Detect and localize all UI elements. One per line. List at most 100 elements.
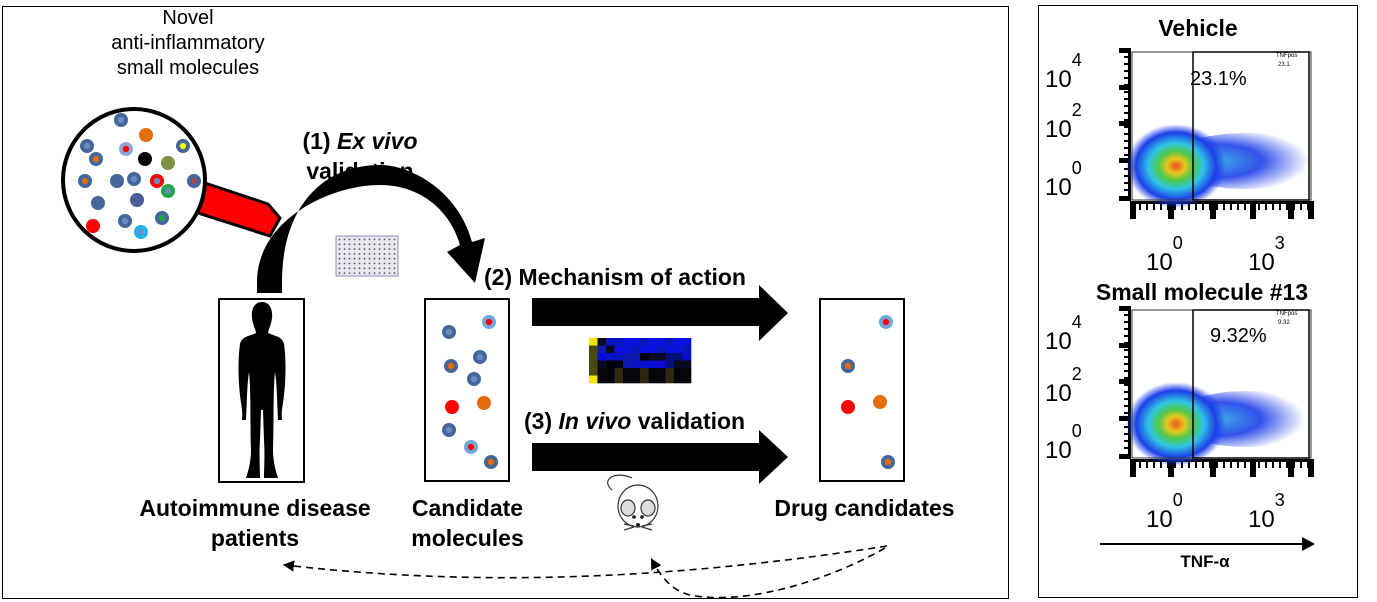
plot2-percent: 9.32% — [1210, 325, 1267, 347]
plate-well — [383, 248, 386, 251]
plate-well — [353, 248, 356, 251]
plate-well — [348, 238, 351, 241]
person-silhouette-icon — [238, 302, 286, 478]
drug-molecules — [841, 315, 895, 469]
library-label-line2: anti-inflammatory — [111, 32, 265, 54]
heatmap-cell — [665, 360, 675, 369]
plate-well — [378, 267, 381, 270]
step3-italic: In vivo — [558, 408, 632, 434]
x-axis-label: TNF-α — [1180, 552, 1230, 571]
heatmap-cell — [597, 353, 607, 361]
heatmap-cell — [682, 345, 692, 354]
plate-well — [378, 243, 381, 246]
heatmap-cell — [623, 368, 632, 376]
heatmap-cell — [589, 368, 598, 376]
plate-well — [358, 257, 361, 260]
molecule-library — [78, 113, 201, 239]
ex-vivo-arrow — [257, 165, 485, 293]
molecule-dot — [110, 174, 124, 188]
plate-well — [353, 253, 356, 255]
plate-well — [393, 243, 396, 246]
mouse-icon — [607, 474, 659, 531]
heatmap-cell — [606, 368, 615, 376]
plate-well — [373, 267, 376, 270]
heatmap-cell — [640, 360, 649, 369]
plate-well — [348, 267, 351, 270]
molecule-core — [445, 426, 453, 434]
molecule-core — [153, 177, 161, 185]
plate-well — [383, 238, 386, 241]
plate-well — [358, 243, 361, 246]
heatmap-cell — [665, 375, 675, 384]
molecule-core — [467, 443, 475, 451]
plate-well — [358, 272, 361, 274]
plate-well — [338, 248, 341, 251]
plot1-xtick-1e3: 103 — [1248, 233, 1285, 276]
heatmap-cell — [665, 338, 675, 346]
step1-prefix: (1) — [302, 128, 337, 154]
plate-well — [378, 262, 381, 265]
heatmap-cell — [665, 345, 675, 354]
heatmap-cell — [597, 375, 607, 384]
heatmap-cell — [631, 360, 641, 369]
heatmap-cell — [631, 368, 641, 376]
plate-well — [393, 238, 396, 241]
plate-well — [348, 262, 351, 265]
molecule-core — [447, 362, 455, 370]
plot1-ytick-1e2: 102 — [1045, 100, 1082, 143]
plate-well — [338, 238, 341, 241]
heatmap-cell — [648, 368, 658, 376]
plate-well — [363, 257, 366, 260]
plate-well — [393, 248, 396, 251]
heatmap-cell — [589, 360, 598, 369]
plate-well — [393, 272, 396, 274]
molecule-core — [179, 142, 187, 150]
molecule-dot — [477, 396, 491, 410]
plate-well — [388, 262, 391, 265]
plate-well — [348, 248, 351, 251]
step1-label: (1) Ex vivo validation — [275, 126, 445, 186]
drug-candidates-label: Drug candidates — [774, 495, 955, 521]
heatmap-cell — [640, 368, 649, 376]
molecule-dot — [873, 395, 887, 409]
plate-well — [368, 243, 371, 246]
plot1-title: Vehicle — [1158, 15, 1238, 41]
plate-well — [373, 262, 376, 265]
molecule-core — [884, 458, 892, 466]
molecule-core — [190, 177, 198, 185]
molecule-core — [487, 458, 495, 466]
plate-well — [368, 262, 371, 265]
plate-well — [358, 262, 361, 265]
molecule-core — [92, 155, 100, 163]
plate-well — [393, 257, 396, 260]
library-label: Novel anti-inflammatory small molecules — [88, 6, 288, 81]
plate-well — [388, 248, 391, 251]
mechanism-arrow — [532, 285, 788, 341]
plot1-gate-name: TNFpos — [1276, 53, 1298, 59]
heatmap-cell — [614, 360, 624, 369]
plate-well — [373, 272, 376, 274]
workflow-graphics — [61, 107, 905, 599]
heatmap-cell — [614, 368, 624, 376]
molecule-core — [130, 175, 138, 183]
plate-well — [343, 243, 346, 246]
molecule-dot — [161, 156, 175, 170]
plate-well — [368, 272, 371, 274]
heatmap-cell — [657, 338, 666, 346]
heatmap-icon — [589, 338, 692, 384]
plot2-gate-name: TNFpos — [1276, 311, 1298, 317]
library-label-line1: Novel — [162, 7, 214, 29]
candidate-molecules-box — [424, 298, 510, 482]
heatmap-cell — [623, 353, 632, 361]
plate-well — [368, 238, 371, 241]
plot2-xtick-1e0: 100 — [1146, 490, 1183, 533]
step1-italic: Ex vivo — [336, 128, 418, 154]
step2-label: (2) Mechanism of action — [484, 264, 746, 290]
step3-suffix: validation — [631, 408, 746, 434]
molecule-core — [158, 214, 166, 222]
in-vivo-arrow — [532, 430, 788, 484]
heatmap-cell — [682, 360, 692, 369]
molecule-core — [882, 318, 890, 326]
molecule-core — [445, 328, 453, 336]
feedback-arrow-to-patients — [282, 545, 888, 579]
